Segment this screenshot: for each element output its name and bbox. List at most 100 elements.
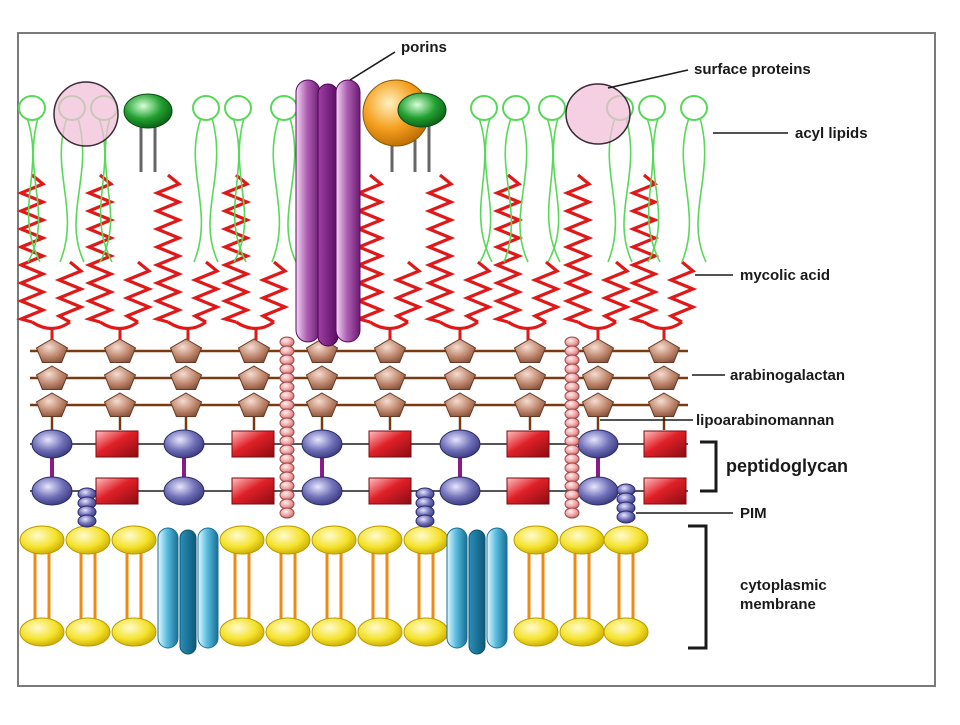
arabinogalactan-sugar-pentagon [443, 338, 477, 363]
lipoarabinomannan-molecule [279, 336, 295, 519]
mycolic-long-chain [16, 173, 48, 324]
lipid-head [219, 617, 265, 647]
acyl-lipid-head [538, 95, 566, 121]
arabinogalactan-sugar-pentagon [305, 365, 339, 390]
lipid-head [513, 617, 559, 647]
lipid-head [265, 617, 311, 647]
arabinogalactan-sugar-pentagon [103, 338, 137, 363]
channel-subunit [179, 529, 197, 655]
arabinogalactan-sugar-pentagon [373, 338, 407, 363]
pim-mannose-bead [77, 514, 97, 528]
nag-sugar-circle [31, 429, 73, 459]
arabinogalactan-sugar-pentagon [647, 392, 681, 417]
acyl-lipid-molecule [680, 95, 708, 263]
mycolic-acid-molecule [84, 173, 154, 340]
acyl-lipid-head [502, 95, 530, 121]
mycolic-short-chain [54, 260, 86, 324]
channel-subunit [486, 527, 508, 649]
mycolic-acid-label: mycolic acid [740, 267, 830, 284]
channel-subunit [157, 527, 179, 649]
arabinogalactan-sugar-pentagon [237, 365, 271, 390]
label-brackets [688, 440, 718, 650]
surface-protein-green [123, 93, 173, 129]
mycolic-short-chain [258, 260, 290, 324]
surface-protein-layer [53, 79, 631, 172]
nam-sugar-square [95, 477, 139, 505]
pim-label: PIM [740, 505, 767, 522]
lipid-head [19, 617, 65, 647]
lam-sugar-bead [564, 507, 580, 519]
mycolic-headgroup [167, 320, 207, 331]
nag-sugar-circle [577, 476, 619, 506]
arabinogalactan-sugar-pentagon [169, 365, 203, 390]
lipid-head [65, 525, 111, 555]
nag-sugar-circle [163, 429, 205, 459]
arabinogalactan-sugar-pentagon [513, 392, 547, 417]
cytoplasmic-membrane-label-line1: cytoplasmic [740, 577, 827, 594]
mycolic-headgroup [31, 320, 71, 331]
acyl-lipid-head [270, 95, 298, 121]
mycolic-headgroup [577, 320, 617, 331]
mycolic-acid-molecule [16, 173, 86, 340]
mycolic-headgroup [643, 320, 683, 331]
arabinogalactan-sugar-pentagon [103, 392, 137, 417]
channel-subunit [446, 527, 468, 649]
porin-subunit [335, 79, 361, 343]
acyl-lipid-tail [681, 117, 691, 263]
lipid-head [311, 525, 357, 555]
mycolic-headgroup [439, 320, 479, 331]
peptidoglycan-layer [30, 429, 688, 506]
arabinogalactan-sugar-pentagon [581, 392, 615, 417]
cytoplasmic-membrane-label-line2: membrane [740, 596, 816, 613]
acyl-lipid-tail [27, 117, 40, 263]
mycolic-acid-molecule [628, 173, 698, 340]
lam-sugar-bead [279, 507, 295, 519]
arabinogalactan-sugar-pentagon [581, 338, 615, 363]
acyl-lipid-tail [271, 117, 281, 263]
membrane-channel-protein [157, 527, 219, 655]
surface-protein-green [397, 92, 447, 128]
acyl-lipid-molecule [192, 95, 220, 263]
peptidoglycan-bracket [700, 440, 718, 493]
acyl-lipid-tail [193, 117, 203, 263]
acyl-lipid-tail [232, 117, 247, 263]
nag-sugar-circle [577, 429, 619, 459]
mycolic-short-chain [392, 260, 424, 324]
arabinogalactan-sugar-pentagon [35, 392, 69, 417]
lipid-head [111, 617, 157, 647]
acyl-lipid-tail [287, 117, 297, 263]
mycolic-long-chain [354, 173, 386, 324]
mycolic-short-chain [122, 260, 154, 324]
acyl-lipid-head [638, 95, 666, 121]
arabinogalactan-sugar-pentagon [237, 392, 271, 417]
label-leader-lines [349, 51, 788, 514]
lipid-head [603, 525, 649, 555]
arabinogalactan-sugar-pentagon [237, 338, 271, 363]
lipid-head [219, 525, 265, 555]
lipid-head [603, 617, 649, 647]
arabinogalactan-sugar-pentagon [305, 392, 339, 417]
lipoarabinomannan-molecule [564, 336, 580, 519]
nag-sugar-circle [439, 429, 481, 459]
pim-mannose-bead [415, 514, 435, 528]
pim-mannose-bead [616, 510, 636, 524]
arabinogalactan-sugar-pentagon [35, 338, 69, 363]
nam-sugar-square [643, 477, 687, 505]
arabinogalactan-sugar-pentagon [581, 365, 615, 390]
nag-sugar-circle [301, 476, 343, 506]
mycolic-acid-molecule [354, 173, 424, 340]
surface-protein-pink [53, 81, 119, 147]
nam-sugar-square [368, 430, 412, 458]
mycolic-short-chain [530, 260, 562, 324]
mycolic-headgroup [369, 320, 409, 331]
nam-sugar-square [368, 477, 412, 505]
acyl-lipid-tail [646, 117, 661, 263]
mycolic-short-chain [600, 260, 632, 324]
cytoplasmic-membrane-bracket [688, 524, 708, 650]
lipid-head [357, 617, 403, 647]
arabinogalactan-sugar-pentagon [647, 338, 681, 363]
acyl-lipid-tail [547, 117, 560, 263]
acyl-lipid-tail [478, 117, 493, 263]
